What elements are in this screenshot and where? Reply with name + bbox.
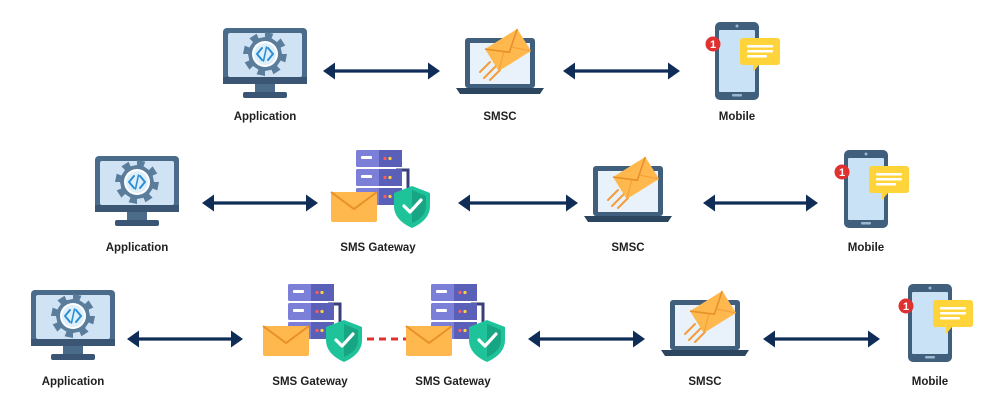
- row-1-mobile-label: Mobile: [718, 111, 756, 123]
- row-1-link-2-arrow: [563, 62, 680, 80]
- row-3-mobile-label: Mobile: [911, 376, 949, 388]
- monitor-gear-code-icon: [95, 156, 179, 226]
- row-3-link-1-arrow: [127, 330, 243, 348]
- server-shield-envelope-icon: [330, 150, 430, 228]
- row-1-smsc-label: SMSC: [483, 111, 517, 123]
- server-shield-envelope-icon: [262, 284, 362, 362]
- row-2-gateway-label: SMS Gateway: [340, 242, 416, 254]
- row-3-gateway-label: SMS Gateway: [272, 376, 348, 388]
- row-3-application-label: Application: [41, 376, 105, 388]
- laptop-envelope-icon: [661, 290, 749, 356]
- row-3-link-4-arrow: [763, 330, 880, 348]
- phone-chat-notification-icon: 1: [898, 284, 973, 362]
- row-2-link-1-arrow: [202, 194, 318, 212]
- laptop-envelope-icon: [456, 28, 544, 94]
- row-2-link-2-arrow: [458, 194, 578, 212]
- row-3-gateway-label: SMS Gateway: [415, 376, 491, 388]
- notification-count: 1: [710, 39, 716, 51]
- row-2-link-3-arrow: [703, 194, 818, 212]
- phone-chat-notification-icon: 1: [834, 150, 909, 228]
- row-1-link-1-arrow: [323, 62, 440, 80]
- row-2-smsc-label: SMSC: [611, 242, 645, 254]
- phone-chat-notification-icon: 1: [705, 22, 780, 100]
- notification-count: 1: [839, 167, 845, 179]
- row-2-application-label: Application: [105, 242, 169, 254]
- notification-count: 1: [903, 301, 909, 313]
- monitor-gear-code-icon: [31, 290, 115, 360]
- row-1-application-label: Application: [233, 111, 297, 123]
- laptop-envelope-icon: [584, 156, 672, 222]
- row-2-mobile-label: Mobile: [847, 242, 885, 254]
- server-shield-envelope-icon: [405, 284, 505, 362]
- row-3-smsc-label: SMSC: [688, 376, 722, 388]
- row-3-link-3-arrow: [528, 330, 645, 348]
- monitor-gear-code-icon: [223, 28, 307, 98]
